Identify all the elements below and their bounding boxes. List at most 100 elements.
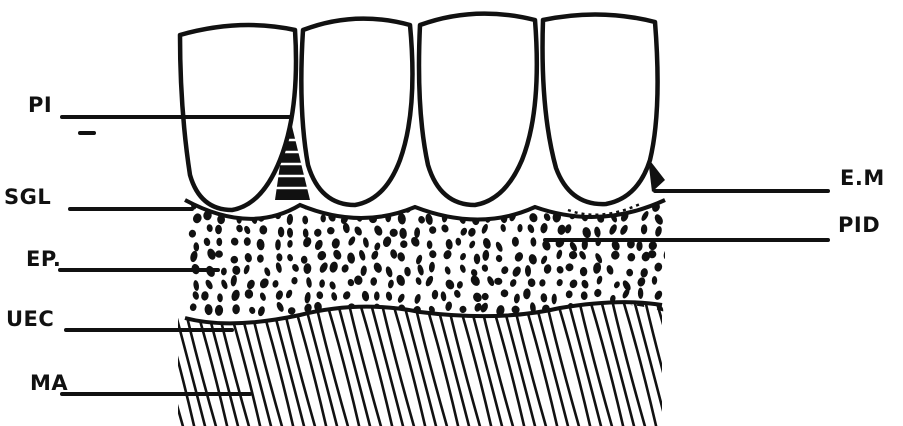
stipple-dot xyxy=(248,306,256,315)
stipple-dot xyxy=(318,261,329,274)
stipple-dot xyxy=(525,265,531,277)
stipple-dot xyxy=(320,200,327,210)
stipple-dot xyxy=(494,277,503,285)
stipple-dot xyxy=(342,290,352,301)
stipple-dot xyxy=(596,275,604,285)
stipple-dot xyxy=(428,261,435,272)
stipple-dot xyxy=(494,241,504,253)
stipple-dot xyxy=(437,199,447,210)
stipple-dot xyxy=(653,262,663,273)
stipple-dot xyxy=(203,237,211,247)
stipple-dot xyxy=(221,267,227,275)
stipple-dot xyxy=(389,228,399,238)
stipple-dot xyxy=(665,292,675,305)
stipple-dot xyxy=(396,293,406,304)
stipple-dot xyxy=(215,305,224,316)
stipple-dot xyxy=(316,291,324,300)
stipple-dot xyxy=(244,237,251,246)
stipple-dot xyxy=(287,306,296,315)
stipple-dot xyxy=(260,203,266,212)
stipple-dot xyxy=(641,224,648,235)
stipple-dot xyxy=(206,224,213,233)
stipple-dot xyxy=(286,253,294,262)
stipple-dot xyxy=(385,266,394,279)
stipple-dot xyxy=(313,228,322,238)
stipple-dot xyxy=(468,240,476,250)
stipple-dot xyxy=(482,237,492,250)
stipple-dot xyxy=(340,263,350,273)
stipple-dot xyxy=(469,274,482,288)
stipple-dot xyxy=(278,227,285,238)
stipple-dot xyxy=(424,275,435,288)
stipple-dot xyxy=(362,237,370,249)
stipple-dot xyxy=(431,289,438,299)
stipple-dot xyxy=(610,250,620,260)
stipple-dot xyxy=(653,289,664,301)
stipple-dot xyxy=(417,215,426,224)
stipple-dot xyxy=(540,255,549,266)
stipple-dot xyxy=(332,248,343,260)
stipple-dot xyxy=(374,291,380,300)
stipple-dot xyxy=(316,249,328,261)
stipple-dot xyxy=(399,228,407,240)
stipple-dot xyxy=(258,277,270,290)
stipple-dot xyxy=(331,237,341,249)
stipple-dot xyxy=(578,250,587,261)
stipple-dot xyxy=(445,239,453,251)
stipple-dot xyxy=(513,293,520,304)
stipple-dot xyxy=(593,288,602,298)
stipple-dot xyxy=(389,249,398,260)
stipple-dot xyxy=(385,291,393,302)
stipple-dot xyxy=(192,212,203,224)
stipple-dot xyxy=(608,223,619,236)
stipple-dot xyxy=(565,201,573,210)
stipple-dot xyxy=(275,289,284,300)
stipple-dot xyxy=(593,226,601,238)
stipple-dot xyxy=(513,251,524,263)
stipple-dot xyxy=(257,254,264,263)
stipple-dot xyxy=(204,304,213,316)
stipple-dot xyxy=(414,227,421,238)
stipple-dot xyxy=(232,265,241,275)
stipple-dot xyxy=(581,226,592,239)
stipple-dot xyxy=(665,276,672,288)
stipple-dot xyxy=(556,278,564,287)
stipple-dot xyxy=(361,290,370,302)
stipple-dot xyxy=(230,255,239,264)
stipple-dot xyxy=(555,249,563,260)
stipple-dot xyxy=(527,278,536,288)
stipple-dot xyxy=(592,262,602,275)
stipple-dot xyxy=(217,293,223,302)
stipple-dot xyxy=(189,250,198,263)
stipple-dot xyxy=(347,278,355,287)
stipple-dot xyxy=(580,267,588,277)
stipple-dot xyxy=(565,290,573,299)
stipple-dot xyxy=(373,242,381,252)
stipple-dot xyxy=(201,291,209,301)
stipple-dot xyxy=(416,264,424,276)
stipple-dot xyxy=(474,253,481,264)
stipple-dot xyxy=(382,235,393,248)
stipple-dot xyxy=(638,288,644,299)
stipple-dot xyxy=(215,250,223,258)
stipple-dot xyxy=(653,213,665,226)
label-sgl: SGL xyxy=(4,185,51,209)
stipple-dot xyxy=(636,241,643,251)
stipple-dot xyxy=(259,225,267,234)
stipple-dot xyxy=(581,291,588,300)
stipple-dot xyxy=(580,279,590,290)
stipple-dot xyxy=(246,279,257,291)
stipple-dot xyxy=(303,263,312,274)
stipple-dot xyxy=(551,294,557,305)
stipple-dot xyxy=(276,253,283,262)
stipple-dot xyxy=(232,304,240,314)
stipple-dot xyxy=(526,223,535,234)
stipple-dot xyxy=(459,264,467,274)
stipple-dot xyxy=(263,267,271,278)
stipple-dot xyxy=(302,215,309,224)
stipple-dot xyxy=(287,228,294,238)
stipple-dot xyxy=(568,250,579,261)
stipple-dot xyxy=(372,261,383,274)
stipple-dot xyxy=(500,265,510,275)
